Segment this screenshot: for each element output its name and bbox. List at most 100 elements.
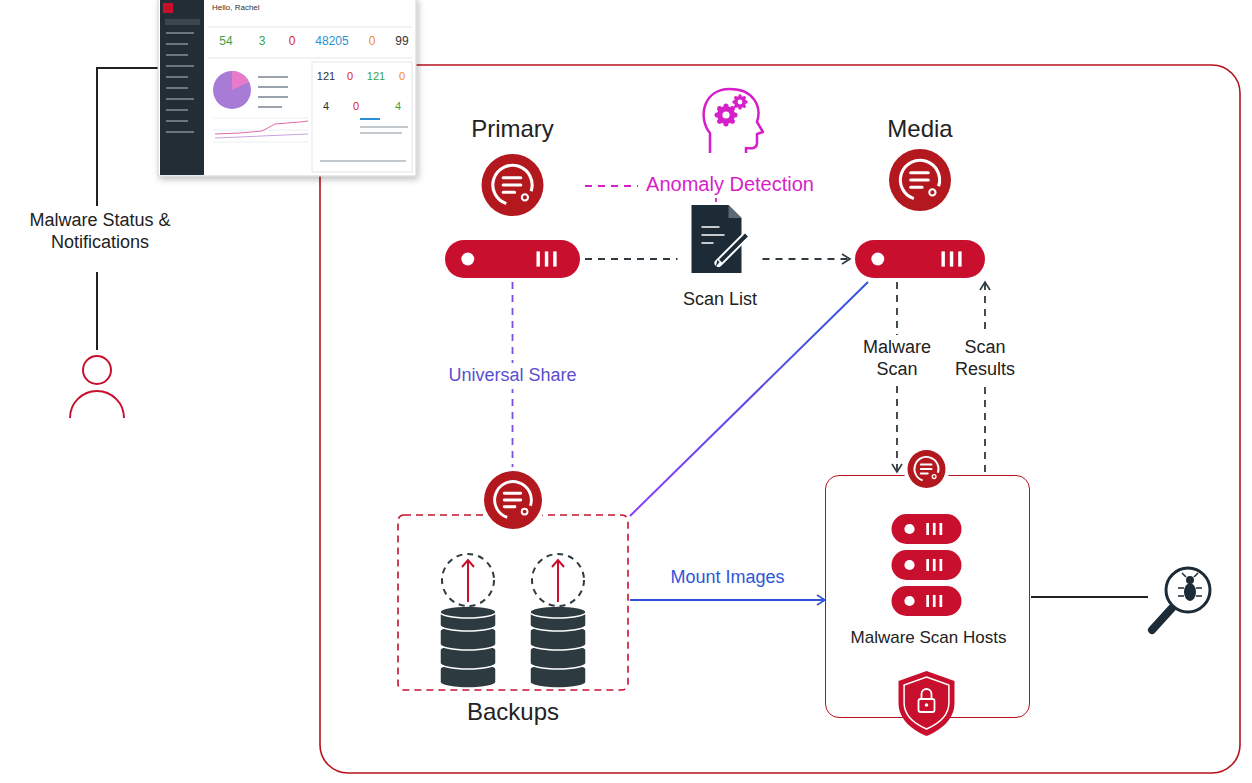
backups-store-icon — [552, 560, 564, 602]
node-label: Anomaly Detection — [646, 173, 814, 196]
scan-list-document-icon — [720, 235, 746, 261]
media-server-icon — [855, 240, 985, 278]
malware-scan-hosts-icon — [904, 524, 914, 534]
dashboard-screenshot — [213, 118, 308, 119]
primary-server-icon — [493, 165, 532, 203]
dashboard-screenshot — [166, 32, 194, 133]
dashboard-screenshot — [232, 71, 249, 90]
malware-scan-hosts-icon — [904, 560, 914, 570]
dashboard-value: 0 — [399, 70, 405, 83]
dashboard-screenshot — [213, 130, 308, 131]
edge-label: Mount Images — [666, 565, 788, 591]
dashboard-screenshot — [165, 19, 200, 25]
dashboard-value: 121 — [317, 70, 335, 83]
primary-server-icon — [522, 194, 528, 200]
dashboard-value: 121 — [367, 70, 385, 83]
malware-scan-hosts-icon — [933, 523, 936, 535]
dashboard-screenshot — [166, 87, 188, 89]
dashboard-screenshot — [360, 132, 402, 134]
malware-scan-hosts-icon — [892, 586, 962, 616]
dashboard-screenshot — [213, 71, 251, 109]
dashboard-screenshot — [312, 62, 412, 172]
dashboard-value: 4 — [323, 100, 329, 113]
bug-magnifier-icon — [1186, 576, 1194, 584]
backups-store-icon — [442, 554, 494, 606]
region-outline — [320, 65, 1240, 773]
annotation-label: Malware Status & Notifications — [10, 210, 190, 253]
dashboard-screenshot — [163, 3, 173, 13]
malware-scan-hosts-icon — [926, 595, 929, 607]
dashboard-screenshot — [213, 142, 308, 143]
backups-store-icon — [504, 493, 520, 507]
dashboard-value: 48205 — [315, 34, 348, 48]
person-icon — [70, 391, 124, 418]
dashboard-screenshot — [166, 131, 194, 133]
malware-scan-hosts-icon — [826, 476, 1031, 719]
media-server-icon — [871, 253, 884, 266]
primary-server-icon — [482, 154, 544, 216]
dashboard-screenshot — [166, 32, 194, 34]
connector — [763, 258, 851, 260]
dashboard-value: 0 — [369, 34, 376, 48]
person-leader — [97, 68, 158, 350]
anomaly-detection: Anomaly Detection — [638, 85, 822, 198]
person-icon — [83, 356, 111, 384]
malware-scan-hosts-icon — [892, 550, 962, 580]
malware-scan-hosts-icon — [892, 514, 962, 544]
node-label: Backups — [467, 698, 559, 726]
dashboard-value: 0 — [289, 34, 296, 48]
dashboard-screenshot — [320, 160, 406, 162]
malware-scan-hosts-icon — [940, 523, 943, 535]
scan-list-document-icon — [701, 227, 724, 243]
dashboard-screenshot — [258, 76, 288, 78]
backups-store-icon — [530, 606, 586, 631]
backups-store-icon — [398, 467, 628, 690]
malware-scan-leader — [1031, 596, 1148, 598]
dashboard-value: 54 — [219, 34, 232, 48]
dashboard-screenshot — [166, 76, 188, 78]
bug-magnifier-icon — [1184, 583, 1196, 601]
dashboard-screenshot — [208, 27, 412, 28]
dashboard-value: Hello, Rachel — [212, 3, 260, 13]
connector — [585, 258, 678, 260]
dashboard-screenshot — [160, 0, 204, 175]
backups-store-icon — [480, 467, 546, 533]
backups-store: Backups — [396, 470, 630, 735]
dashboard-value: 0 — [347, 70, 353, 83]
dashboard-screenshot — [166, 54, 188, 56]
dashboard-screenshot — [215, 121, 308, 134]
malware-scan-hosts-icon — [914, 457, 938, 480]
dashboard-screenshot — [215, 134, 308, 138]
anomaly-detection-icon — [738, 100, 743, 105]
malware-scan-hosts-icon — [908, 450, 946, 488]
backups-store-icon — [462, 560, 474, 602]
scan-list-document-icon — [718, 235, 746, 263]
dashboard-screenshot — [166, 109, 188, 111]
bug-magnifier-icon — [1170, 570, 1180, 578]
node-label: Primary — [471, 115, 554, 143]
media-server-icon — [958, 251, 961, 266]
person-leader — [97, 68, 158, 206]
malware-scan-hosts-icon — [921, 465, 932, 474]
malware-scan-hosts: Malware Scan Hosts — [825, 475, 1030, 718]
edge-label: Scan Results — [939, 335, 1031, 382]
malware-scan-hosts-icon — [925, 703, 929, 707]
backups-store-icon — [440, 606, 496, 618]
primary-server-icon — [461, 253, 474, 266]
dashboard-value: 4 — [395, 100, 401, 113]
anomaly-detection-icon — [717, 106, 735, 124]
bug-magnifier-icon — [1178, 573, 1202, 596]
backups-store-icon — [530, 606, 586, 618]
scan-list-document-icon — [691, 205, 746, 273]
anomaly-detection-icon — [734, 96, 746, 108]
backups-store-icon — [484, 471, 542, 529]
dashboard-value: 3 — [259, 34, 266, 48]
media-server-icon — [855, 149, 985, 278]
primary-server: Primary — [440, 112, 585, 282]
malware-scan-hosts-icon — [904, 596, 914, 606]
edge-label: Malware Scan — [851, 335, 943, 382]
malware-scan-hosts-icon — [932, 475, 936, 479]
dashboard-value: 99 — [395, 34, 408, 48]
